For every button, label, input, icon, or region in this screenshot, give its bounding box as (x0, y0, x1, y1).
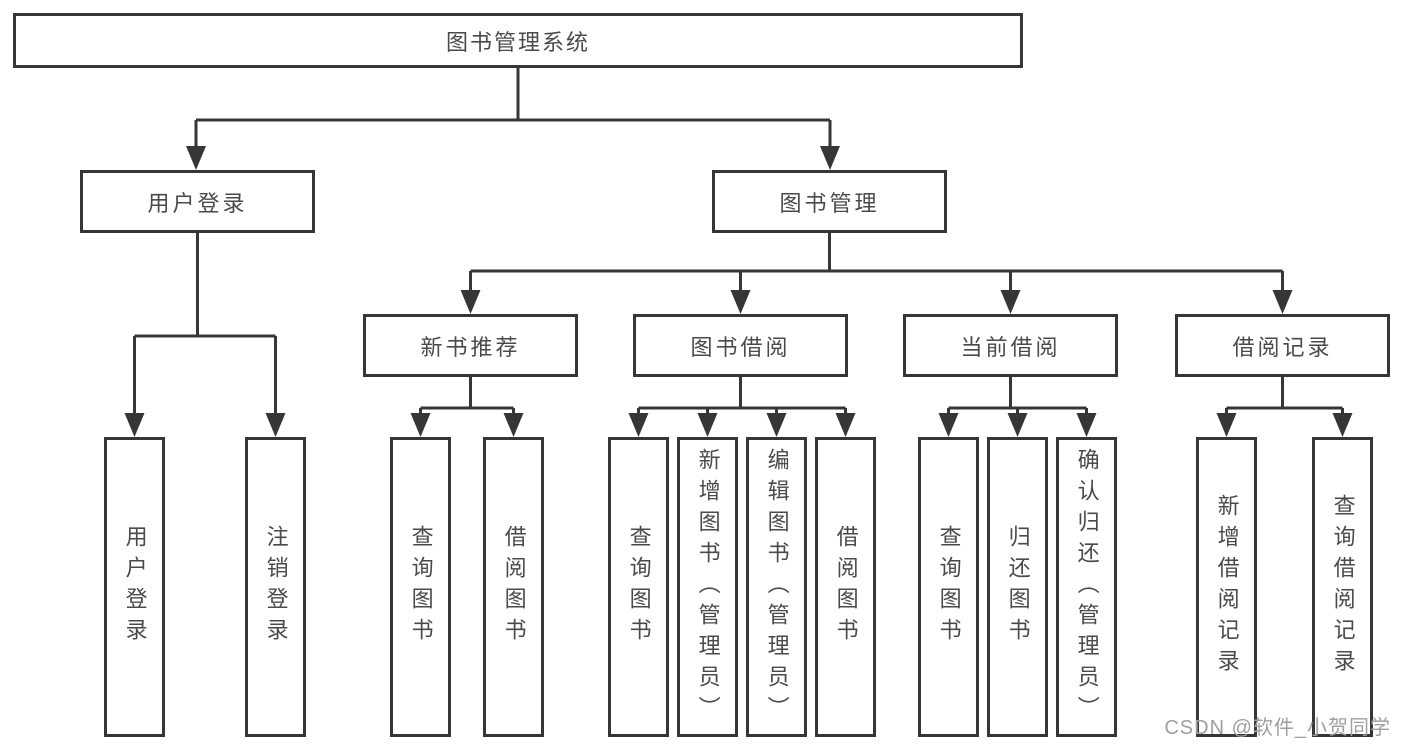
leaf-query-books-2: 查询图书 (608, 437, 669, 737)
leaf-add-books-admin: 新增图书（管理员） (677, 437, 738, 737)
leaf-user-login: 用户登录 (104, 437, 165, 737)
node-root: 图书管理系统 (13, 13, 1023, 68)
leaf-borrow-books-2-label: 借阅图书 (833, 525, 859, 649)
node-book-management: 图书管理 (712, 170, 947, 233)
leaf-logout: 注销登录 (245, 437, 306, 737)
node-user-login: 用户登录 (80, 170, 315, 233)
leaf-add-borrow-record-label: 新增借阅记录 (1214, 494, 1240, 680)
leaf-return-books-label: 归还图书 (1005, 525, 1031, 649)
leaf-borrow-books-1: 借阅图书 (483, 437, 544, 737)
leaf-edit-books-admin-label: 编辑图书（管理员） (764, 447, 790, 727)
node-borrow-records: 借阅记录 (1175, 314, 1390, 377)
leaf-query-books-3-label: 查询图书 (936, 525, 962, 649)
leaf-borrow-books-1-label: 借阅图书 (501, 525, 527, 649)
leaf-query-borrow-record: 查询借阅记录 (1312, 437, 1373, 737)
leaf-edit-books-admin: 编辑图书（管理员） (746, 437, 807, 737)
node-book-borrow-label: 图书借阅 (690, 334, 791, 360)
leaf-add-books-admin-label: 新增图书（管理员） (695, 447, 721, 727)
node-root-label: 图书管理系统 (445, 29, 590, 55)
leaf-user-login-label: 用户登录 (122, 525, 148, 649)
leaf-borrow-books-2: 借阅图书 (815, 437, 876, 737)
leaf-query-books-1: 查询图书 (390, 437, 451, 737)
leaf-confirm-return-admin: 确认归还（管理员） (1056, 437, 1117, 737)
node-book-borrow: 图书借阅 (633, 314, 848, 377)
node-book-management-label: 图书管理 (779, 190, 880, 216)
leaf-query-borrow-record-label: 查询借阅记录 (1330, 494, 1356, 680)
node-new-book-recommend: 新书推荐 (363, 314, 578, 377)
node-current-borrow: 当前借阅 (903, 314, 1118, 377)
leaf-return-books: 归还图书 (987, 437, 1048, 737)
leaf-add-borrow-record: 新增借阅记录 (1196, 437, 1257, 737)
leaf-confirm-return-admin-label: 确认归还（管理员） (1074, 447, 1100, 727)
arrowhead-icons (124, 146, 1353, 437)
csdn-watermark: CSDN @软件_小贺同学 (1164, 717, 1391, 739)
leaf-query-books-2-label: 查询图书 (626, 525, 652, 649)
node-borrow-records-label: 借阅记录 (1232, 334, 1333, 360)
leaf-query-books-3: 查询图书 (918, 437, 979, 737)
leaf-logout-label: 注销登录 (263, 525, 289, 649)
leaf-query-books-1-label: 查询图书 (408, 525, 434, 649)
node-user-login-label: 用户登录 (147, 190, 248, 216)
node-current-borrow-label: 当前借阅 (960, 334, 1061, 360)
node-new-book-recommend-label: 新书推荐 (420, 334, 521, 360)
